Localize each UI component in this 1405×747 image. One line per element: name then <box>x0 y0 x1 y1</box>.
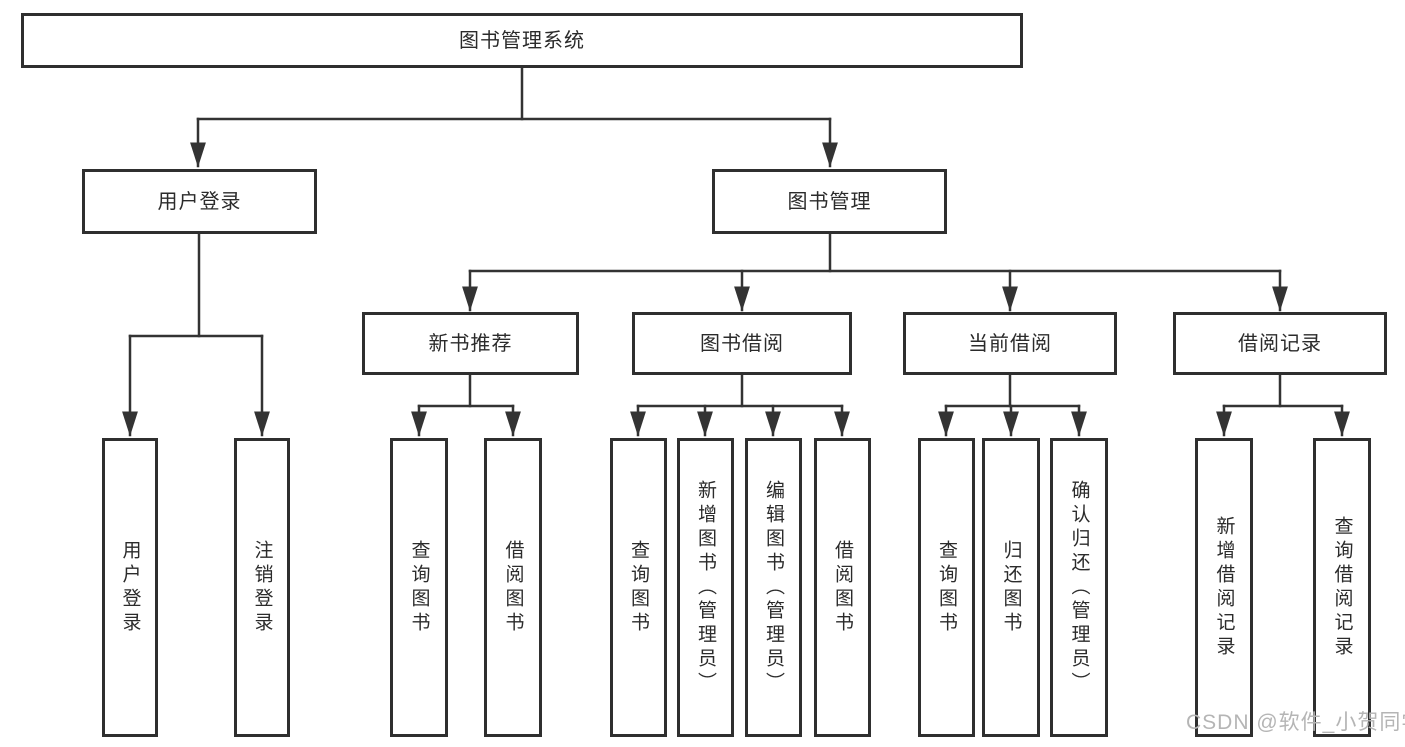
edge-user-login-children <box>122 232 271 437</box>
leaf-add-borrow-record: 新增借阅记录 <box>1195 438 1253 737</box>
csdn-watermark: CSDN @软件_小贺同学 <box>1186 711 1405 734</box>
leaf-edit-books-admin: 编辑图书（管理员） <box>745 438 802 737</box>
leaf-query-books-borrowing: 查询图书 <box>610 438 667 737</box>
node-borrowing-records: 借阅记录 <box>1173 312 1387 375</box>
leaf-borrow-books: 借阅图书 <box>814 438 871 737</box>
edge-root-to-level2 <box>190 66 839 168</box>
node-library-management-system: 图书管理系统 <box>21 13 1023 68</box>
node-book-borrowing: 图书借阅 <box>632 312 852 375</box>
node-new-book-recommend: 新书推荐 <box>362 312 579 375</box>
leaf-return-books: 归还图书 <box>982 438 1040 737</box>
leaf-query-books-current: 查询图书 <box>918 438 975 737</box>
leaf-logout: 注销登录 <box>234 438 290 737</box>
node-user-login: 用户登录 <box>82 169 317 234</box>
edge-new-book-recommend-children <box>411 373 522 437</box>
edge-current-borrowing-children <box>938 373 1088 437</box>
node-book-management: 图书管理 <box>712 169 947 234</box>
leaf-query-books-recommend: 查询图书 <box>390 438 448 737</box>
node-current-borrowing: 当前借阅 <box>903 312 1117 375</box>
leaf-query-borrow-record: 查询借阅记录 <box>1313 438 1371 737</box>
edge-book-borrowing-children <box>630 373 851 437</box>
leaf-user-login: 用户登录 <box>102 438 158 737</box>
edge-borrowing-records-children <box>1216 373 1351 437</box>
edge-book-management-children <box>462 232 1289 312</box>
leaf-add-books-admin: 新增图书（管理员） <box>677 438 734 737</box>
leaf-borrow-books-recommend: 借阅图书 <box>484 438 542 737</box>
leaf-confirm-return-admin: 确认归还（管理员） <box>1050 438 1108 737</box>
